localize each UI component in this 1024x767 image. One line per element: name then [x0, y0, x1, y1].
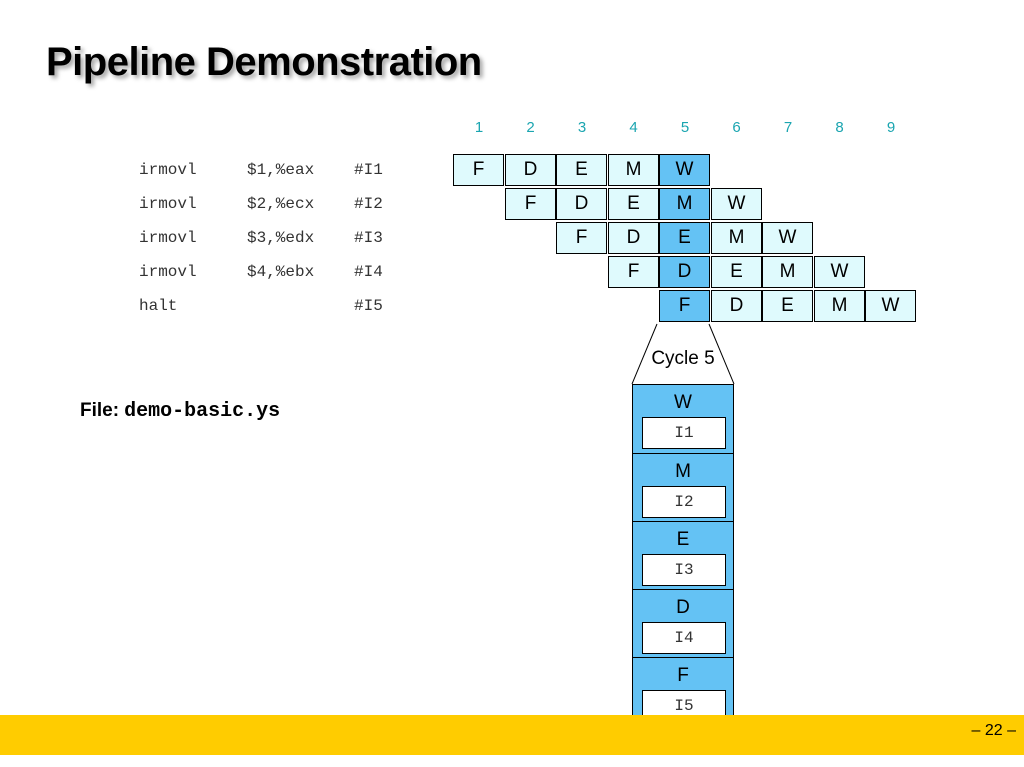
- callout-line-left: [631, 323, 658, 385]
- cycle-number: 8: [835, 119, 844, 136]
- stage-instruction: I3: [642, 554, 726, 586]
- pipeline-stage-cell: M: [711, 222, 762, 254]
- pipeline-stage-cell: W: [659, 154, 710, 186]
- slide-title: Pipeline Demonstration: [46, 40, 482, 84]
- code-opcode: irmovl: [139, 229, 197, 247]
- pipeline-stage-cell: M: [608, 154, 659, 186]
- code-opcode: irmovl: [139, 263, 197, 281]
- pipeline-stage-cell: D: [711, 290, 762, 322]
- pipeline-stage-cell: D: [556, 188, 607, 220]
- pipeline-stage-cell: D: [608, 222, 659, 254]
- cycle-number: 9: [886, 119, 896, 136]
- pipeline-stage-cell: M: [659, 188, 710, 220]
- stage-m: M I2: [633, 453, 733, 521]
- stage-name: M: [675, 461, 691, 482]
- stage-name: F: [677, 665, 689, 686]
- stage-e: E I3: [633, 521, 733, 589]
- pipeline-stage-cell: F: [505, 188, 556, 220]
- code-label: #I4: [354, 263, 383, 281]
- cycle-number: 1: [474, 119, 484, 136]
- stage-instruction: I4: [642, 622, 726, 654]
- cycle-number: 3: [577, 119, 587, 136]
- file-reference: File:demo-basic.ys: [80, 400, 280, 424]
- page-number: – 22 –: [971, 722, 1016, 739]
- code-operands: $2,%ecx: [247, 195, 315, 213]
- code-operands: $4,%ebx: [247, 263, 315, 281]
- code-operands: $1,%eax: [247, 161, 315, 179]
- pipeline-stage-cell: F: [608, 256, 659, 288]
- code-line-4: irmovl $4,%ebx #I4: [139, 263, 383, 283]
- pipeline-stage-cell: W: [762, 222, 813, 254]
- pipeline-stage-cell: F: [659, 290, 710, 322]
- stage-instruction: I1: [642, 417, 726, 449]
- code-label: #I3: [354, 229, 383, 247]
- file-label: File:: [80, 400, 120, 421]
- pipeline-stage-cell: W: [814, 256, 865, 288]
- callout-line-right: [708, 323, 735, 385]
- cycle-number: 5: [680, 119, 690, 136]
- file-name: demo-basic.ys: [124, 400, 281, 423]
- pipeline-stage-cell: D: [505, 154, 556, 186]
- code-line-5: halt #I5: [139, 297, 383, 317]
- pipeline-stage-cell: M: [814, 290, 865, 322]
- pipeline-stage-cell: F: [453, 154, 504, 186]
- cycle-number: 2: [526, 119, 535, 136]
- cycle-number: 6: [732, 119, 741, 136]
- pipeline-stage-cell: E: [659, 222, 710, 254]
- code-line-2: irmovl $2,%ecx #I2: [139, 195, 383, 215]
- pipeline-stage-cell: E: [556, 154, 607, 186]
- code-label: #I2: [354, 195, 383, 213]
- footer-bar: [0, 715, 1024, 755]
- code-opcode: irmovl: [139, 195, 197, 213]
- code-operands: $3,%edx: [247, 229, 315, 247]
- stage-instruction: I2: [642, 486, 726, 518]
- stage-d: D I4: [633, 589, 733, 657]
- code-opcode: irmovl: [139, 161, 197, 179]
- stage-name: E: [676, 529, 690, 550]
- cycle-number: 7: [783, 119, 793, 136]
- pipeline-stage-cell: E: [762, 290, 813, 322]
- pipeline-stage-cell: F: [556, 222, 607, 254]
- pipeline-stage-cell: M: [762, 256, 813, 288]
- stage-name: D: [676, 597, 690, 618]
- code-label: #I1: [354, 161, 383, 179]
- code-line-3: irmovl $3,%edx #I3: [139, 229, 383, 249]
- pipeline-stage-cell: E: [711, 256, 762, 288]
- cycle-label: Cycle 5: [651, 348, 715, 369]
- code-opcode: halt: [139, 297, 178, 315]
- code-label: #I5: [354, 297, 383, 315]
- stage-w: W I1: [633, 385, 733, 453]
- stage-name: W: [674, 392, 692, 413]
- pipeline-stage-cell: W: [711, 188, 762, 220]
- pipeline-stage-cell: W: [865, 290, 916, 322]
- cycle-number: 4: [629, 119, 638, 136]
- code-line-1: irmovl $1,%eax #I1: [139, 161, 383, 181]
- pipeline-stage-cell: D: [659, 256, 710, 288]
- pipeline-stage-cell: E: [608, 188, 659, 220]
- cycle-stage-stack: W I1 M I2 E I3 D I4 F I5: [632, 384, 734, 725]
